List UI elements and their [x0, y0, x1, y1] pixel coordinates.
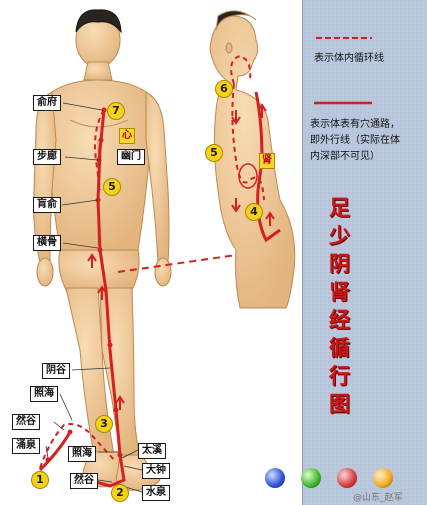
step-marker-7: 7 — [107, 102, 125, 120]
front-meridian-dashed-chest — [94, 109, 105, 191]
step-marker-4: 4 — [245, 203, 263, 221]
point-label-henggu: 横骨 — [33, 235, 61, 251]
red-gem-button[interactable] — [337, 468, 357, 488]
foot-meridian-loop — [39, 423, 117, 469]
legend-solid-text-1: 表示体表有穴通路， — [310, 119, 400, 130]
kidney-organ — [238, 163, 258, 189]
blue-gem-button[interactable] — [265, 468, 285, 488]
organ-tag-heart: 心 — [119, 128, 135, 144]
title-char-1: 足 — [329, 195, 350, 220]
acupoint-dots — [45, 107, 123, 463]
point-label-bulang: 步廊 — [33, 149, 61, 165]
title-char-6: 循 — [329, 335, 350, 360]
step-marker-3: 3 — [95, 415, 113, 433]
point-label-shufu: 俞府 — [33, 95, 61, 111]
step-marker-5-front: 5 — [103, 178, 121, 196]
direction-arrows-side — [231, 103, 275, 226]
title-char-8: 图 — [329, 391, 350, 416]
front-body-figure — [33, 9, 172, 491]
title-char-7: 行 — [329, 363, 350, 388]
point-label-yingu: 阴谷 — [42, 363, 70, 379]
point-label-taixi: 太溪 — [138, 443, 166, 459]
title-char-4: 肾 — [329, 279, 350, 304]
title-char-3: 阴 — [329, 251, 350, 276]
watermark: @山东_赵军 — [353, 493, 403, 503]
legend-dashed-text: 表示体内循环线 — [314, 53, 384, 64]
point-label-rangu-upper: 然谷 — [12, 414, 40, 430]
point-label-rangu-lower: 然谷 — [70, 473, 98, 489]
internal-route-link — [117, 254, 237, 273]
side-meridian-dashed — [230, 54, 265, 201]
organ-tag-kidney: 肾 — [259, 153, 275, 169]
step-marker-1: 1 — [31, 471, 49, 489]
direction-arrows-front — [87, 253, 125, 410]
point-label-shuiquan: 水泉 — [142, 485, 170, 501]
step-marker-6: 6 — [215, 80, 233, 98]
point-label-zhaohai-upper: 照海 — [30, 386, 58, 402]
green-gem-button[interactable] — [301, 468, 321, 488]
point-label-youmen: 幽门 — [117, 149, 145, 165]
point-label-dazhong: 大钟 — [142, 463, 170, 479]
orange-gem-button[interactable] — [373, 468, 393, 488]
title-char-2: 少 — [329, 223, 350, 248]
point-label-huangshu: 肓俞 — [33, 197, 61, 213]
point-label-zhaohai-lower: 照海 — [68, 446, 96, 462]
legend-solid-text-2: 即外行线（实际在体 — [310, 135, 400, 146]
side-body-figure — [209, 10, 296, 309]
step-marker-2: 2 — [111, 484, 129, 502]
point-label-yongquan: 涌泉 — [12, 438, 40, 454]
step-marker-5-side: 5 — [205, 144, 223, 162]
legend-solid-text-3: 内深部不可见） — [310, 151, 380, 162]
title-char-5: 经 — [329, 307, 350, 332]
foot-meridian-solid — [38, 431, 72, 472]
